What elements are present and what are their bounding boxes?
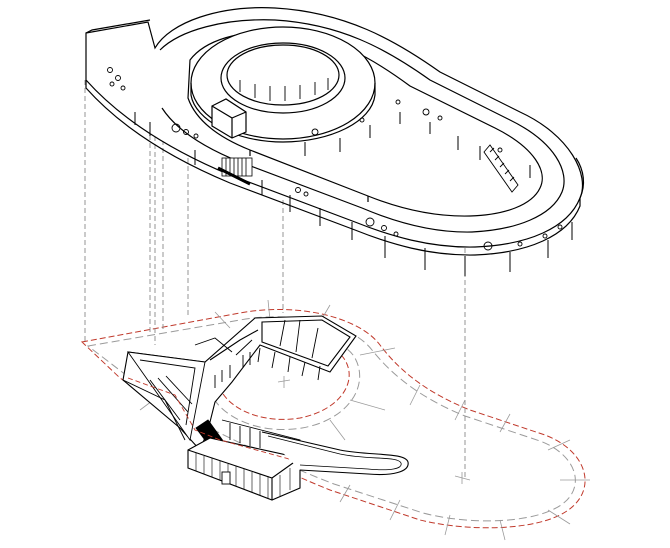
- ground-columns: [214, 352, 251, 388]
- deck-track-inner: [159, 19, 565, 233]
- elevated-loop-deck: [85, 7, 585, 276]
- deck-columns: [134, 112, 573, 276]
- interior-route: [127, 377, 301, 463]
- footprint-inner-red: [217, 337, 350, 420]
- room-walls: [194, 319, 321, 381]
- deck-window-block: [217, 157, 253, 186]
- ramp-tail: [261, 431, 409, 476]
- central-ring: [190, 26, 376, 143]
- footprint-outer-red: [80, 309, 586, 529]
- deck-outer-underside: [85, 80, 581, 256]
- deck-box: [211, 98, 247, 139]
- lower-block: [187, 437, 301, 501]
- projection-lines: [84, 80, 466, 478]
- wedge-section: [122, 351, 206, 442]
- fascia-openings: [107, 67, 563, 251]
- footprint-ticks: [139, 299, 590, 541]
- ramp-stair: [483, 144, 519, 193]
- ground-floor-plan: [122, 315, 409, 501]
